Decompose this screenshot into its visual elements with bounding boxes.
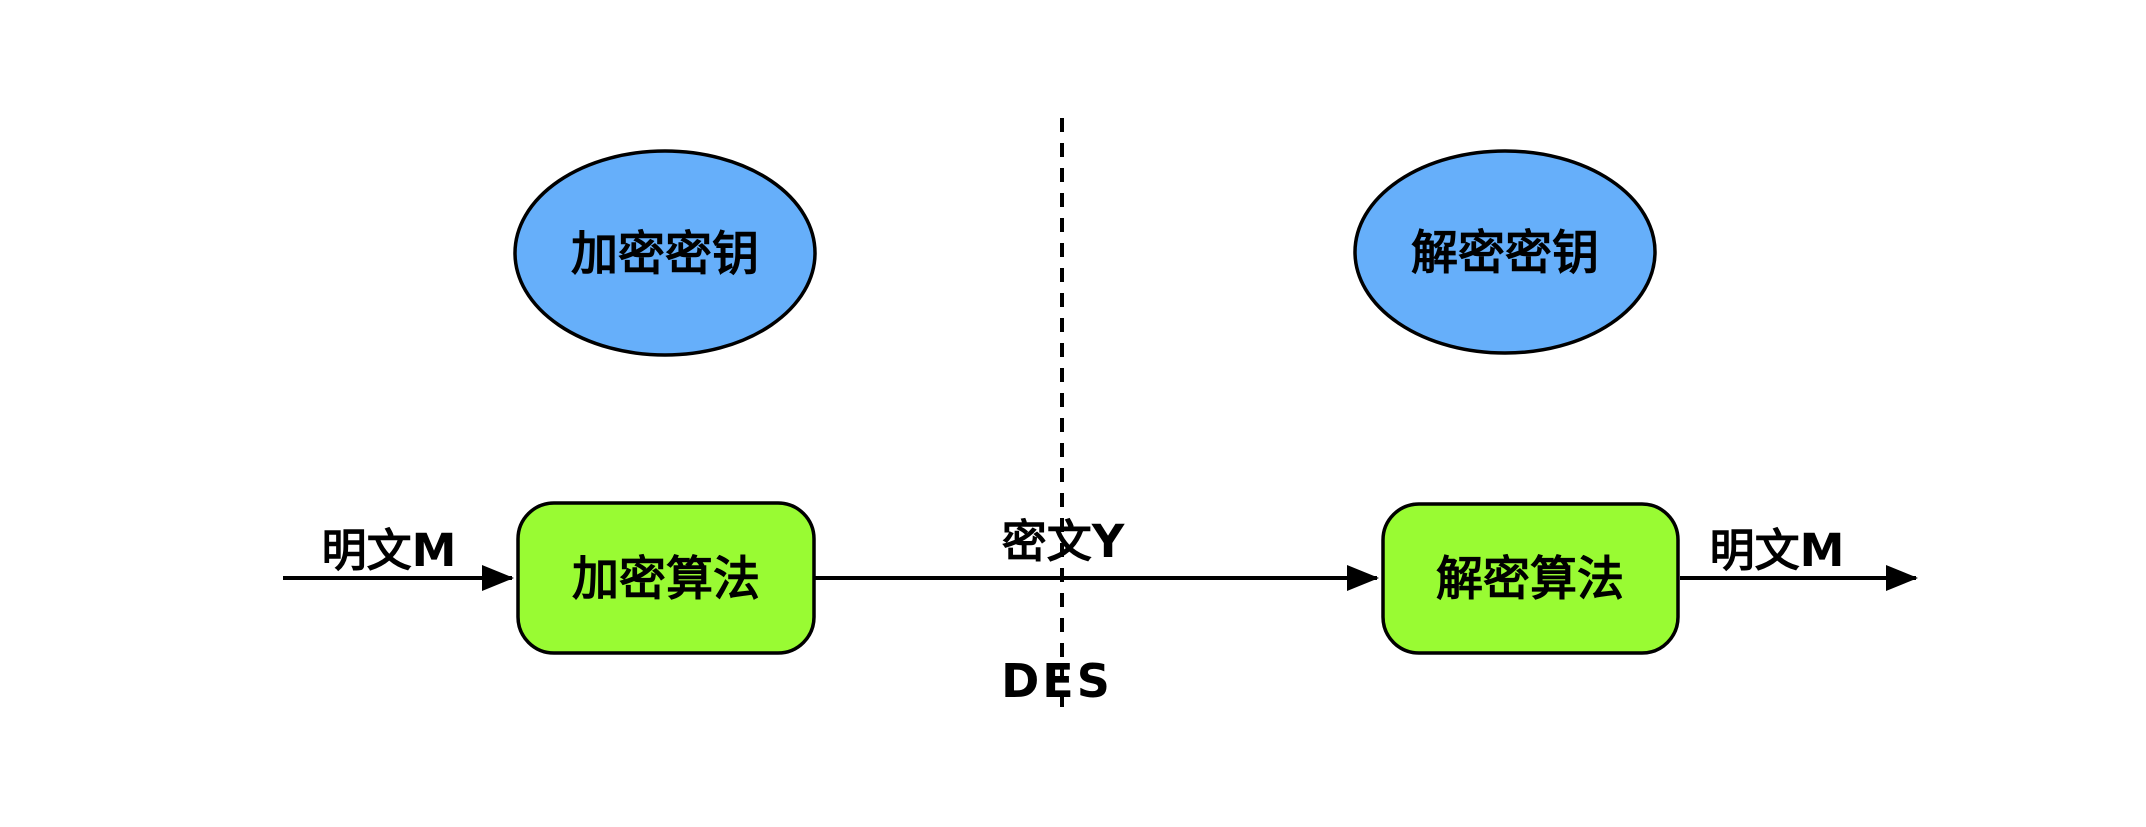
decrypt-algorithm-box (1381, 502, 1680, 655)
decrypt-algorithm-label: 解密算法 (1436, 552, 1624, 607)
encrypt-key-label: 加密密钥 (571, 227, 759, 282)
encrypt-key-ellipse (513, 149, 817, 357)
encrypt-algorithm-box (516, 501, 816, 655)
decrypt-key-label: 解密密钥 (1411, 226, 1599, 281)
plaintext-in-label: 明文M (322, 524, 457, 577)
plaintext-out-label: 明文M (1710, 524, 1845, 577)
encrypt-algorithm-label: 加密算法 (572, 552, 760, 607)
decrypt-key-ellipse (1353, 149, 1657, 355)
ciphertext-label: 密文Y (1002, 515, 1126, 568)
des-label: DES (1001, 654, 1113, 708)
